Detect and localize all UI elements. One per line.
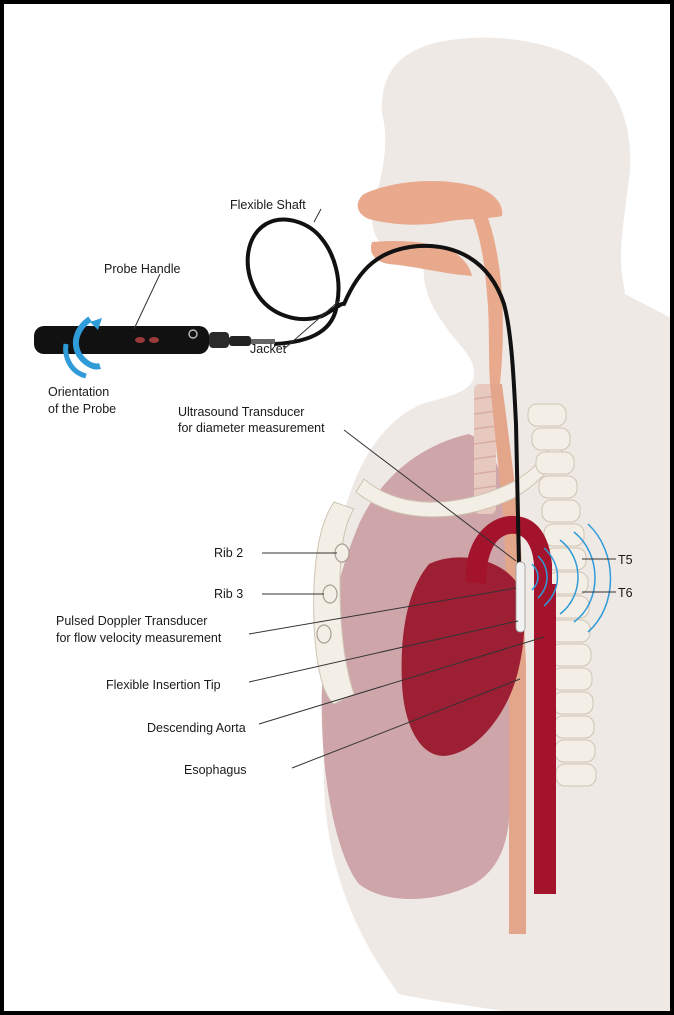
label-rib3: Rib 3 bbox=[214, 587, 243, 601]
label-esophagus: Esophagus bbox=[184, 763, 247, 777]
label-orientation-line2: of the Probe bbox=[48, 402, 116, 416]
label-flexible-tip: Flexible Insertion Tip bbox=[106, 678, 221, 692]
label-flexible-shaft: Flexible Shaft bbox=[230, 198, 306, 212]
label-pulsed-line1: Pulsed Doppler Transducer bbox=[56, 614, 207, 628]
label-jacket: Jacket bbox=[250, 342, 287, 356]
label-pulsed-line2: for flow velocity measurement bbox=[56, 631, 222, 645]
label-probe-handle: Probe Handle bbox=[104, 262, 180, 276]
label-t5: T5 bbox=[618, 553, 633, 567]
flexible-shaft-loop bbox=[248, 220, 344, 344]
label-ultrasound-line1: Ultrasound Transducer bbox=[178, 405, 304, 419]
label-descending-aorta: Descending Aorta bbox=[147, 721, 246, 735]
descending-aorta bbox=[534, 584, 556, 894]
label-t6: T6 bbox=[618, 586, 633, 600]
label-ultrasound-line2: for diameter measurement bbox=[178, 421, 325, 435]
probe-handle bbox=[34, 326, 275, 354]
esophageal-doppler-diagram: Flexible Shaft Probe Handle Jacket Orien… bbox=[4, 4, 674, 1015]
label-orientation-line1: Orientation bbox=[48, 385, 109, 399]
label-rib2: Rib 2 bbox=[214, 546, 243, 560]
